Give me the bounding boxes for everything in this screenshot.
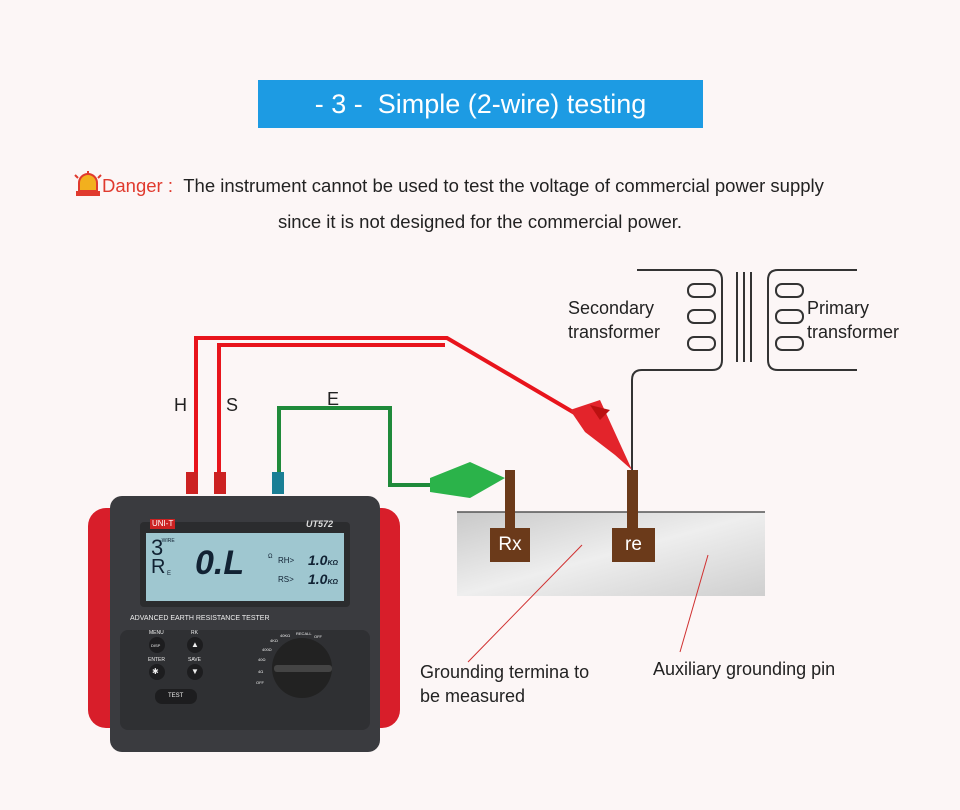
display-mode-digit: 3 xyxy=(151,535,164,560)
display-rh-label: RH> xyxy=(278,556,295,565)
menu-label: MENU xyxy=(149,630,164,636)
save-label: SAVE xyxy=(188,657,201,663)
display-main-value: 0.L xyxy=(195,544,245,582)
secondary-transformer-label: Secondary transformer xyxy=(568,298,661,342)
display-r: R xyxy=(151,556,166,578)
test-button[interactable]: TEST xyxy=(168,693,184,699)
terminal-h-label: H xyxy=(174,395,187,415)
up-button[interactable]: ▲ xyxy=(191,640,199,649)
danger-label: Danger : xyxy=(102,175,173,196)
re-pin-label: re xyxy=(612,528,655,562)
warning-beacon-icon xyxy=(74,171,102,196)
green-clip xyxy=(430,462,505,498)
display-rs-value: 1.0KΩ xyxy=(308,571,338,587)
danger-line-1: Danger : The instrument cannot be used t… xyxy=(72,171,824,197)
danger-text-1: The instrument cannot be used to test th… xyxy=(183,175,824,196)
meter-brand: UNI-T xyxy=(150,519,176,529)
terminal-s-label: S xyxy=(226,395,239,415)
danger-text-2: since it is not designed for the commerc… xyxy=(277,211,683,232)
rx-pin-label: Rx xyxy=(490,528,530,562)
grounding-terminal-annotation: Grounding termina to be measured xyxy=(420,662,590,706)
auxiliary-pin-annotation: Auxiliary grounding pin xyxy=(653,659,836,679)
backlight-button[interactable]: ✱ xyxy=(152,667,159,676)
meter-subtitle: ADVANCED EARTH RESISTANCE TESTER xyxy=(130,615,270,622)
re-pin xyxy=(627,470,638,530)
rk-label: RK xyxy=(191,630,198,636)
red-clip xyxy=(570,400,632,470)
section-title: - 3 - Simple (2-wire) testing xyxy=(258,80,703,128)
terminal-e-label: E xyxy=(327,389,340,409)
green-wire-e xyxy=(277,406,440,487)
display-e: E xyxy=(167,571,172,577)
red-wire-h-s xyxy=(194,336,597,480)
meter-model: UT572 xyxy=(306,519,334,529)
earth-resistance-tester xyxy=(88,472,400,752)
display-mode-label: -WIRE xyxy=(160,538,175,544)
display-unit: Ω xyxy=(268,554,273,560)
primary-transformer-label: Primary transformer xyxy=(807,298,900,342)
transformer xyxy=(631,269,857,470)
enter-label: ENTER xyxy=(148,657,165,663)
disp-button[interactable]: DISP xyxy=(151,643,161,648)
display-rs-label: RS> xyxy=(278,575,294,584)
display-rh-value: 1.0KΩ xyxy=(308,552,338,568)
rx-pin xyxy=(505,470,515,530)
down-button[interactable]: ▼ xyxy=(191,667,199,676)
